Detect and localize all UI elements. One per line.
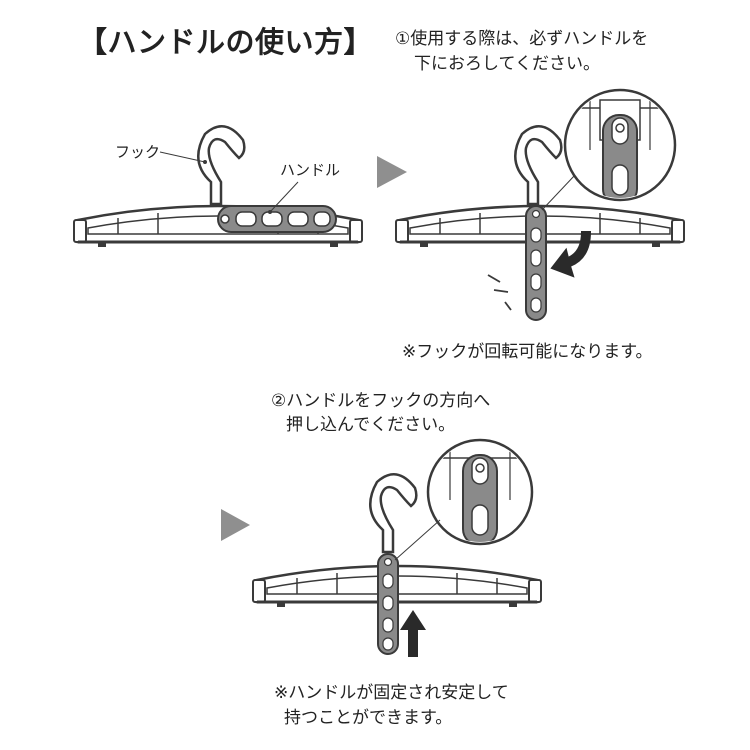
handle-leader-line	[269, 181, 299, 213]
step1-instruction-line2: 下におろしてください。	[414, 54, 600, 74]
hanger-scene-2	[394, 125, 686, 321]
handle-folded	[217, 205, 337, 233]
handle-pushed	[377, 553, 399, 655]
rotate-arrow-icon	[550, 231, 592, 278]
detail-zoom-2	[426, 438, 534, 546]
handle-label: ハンドル	[280, 161, 341, 179]
hook-leader-line	[159, 151, 206, 163]
step2-instruction-line1: ②ハンドルをフックの方向へ	[271, 391, 491, 411]
handle-down	[525, 205, 547, 321]
step2-instruction-line2: 押し込んでください。	[286, 415, 456, 435]
hanger-scene-3	[251, 473, 543, 655]
note-fixed-line1: ※ハンドルが固定され安定して	[274, 683, 509, 703]
push-up-arrow-icon	[400, 610, 426, 657]
next-arrow-icon	[377, 156, 407, 188]
hook-label: フック	[115, 143, 161, 161]
detail-zoom-1	[563, 88, 677, 202]
next-arrow-icon-2	[221, 509, 250, 541]
step1-instruction-line1: ①使用する際は、必ずハンドルを	[395, 29, 649, 49]
page-title: 【ハンドルの使い方】	[78, 25, 374, 59]
note-fixed-line2: 持つことができます。	[284, 708, 453, 728]
note-rotation: ※フックが回転可能になります。	[402, 342, 653, 362]
hanger-scene-1	[72, 125, 364, 249]
